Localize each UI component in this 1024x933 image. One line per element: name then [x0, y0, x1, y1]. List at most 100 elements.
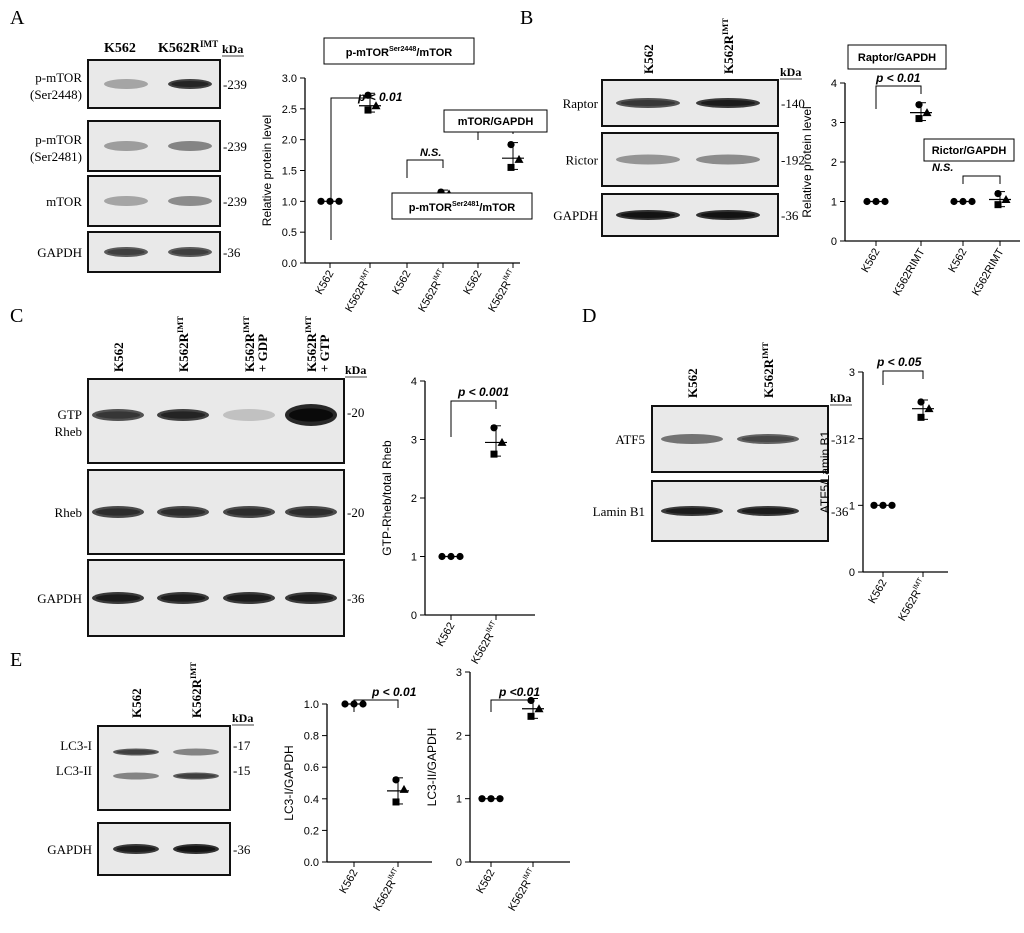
blot-band-core [700, 212, 756, 218]
y-tick-label: 0.5 [282, 227, 297, 239]
data-point [507, 163, 515, 171]
blot-band-core [176, 773, 216, 779]
significance-bracket [962, 175, 1001, 184]
p-value-label: p < 0.01 [371, 685, 417, 699]
data-point [514, 154, 524, 163]
x-tick-label: K562 [474, 868, 497, 896]
lane-label: K562 [129, 688, 144, 718]
p-value-label: p <0.01 [498, 685, 540, 699]
blot-band-core [95, 411, 141, 419]
y-tick-label: 3 [831, 118, 837, 130]
blot-band-core [171, 249, 209, 255]
x-tick-label: K562 [337, 868, 360, 896]
label-base: K562R [896, 588, 923, 623]
mw-marker: -36 [233, 842, 251, 857]
blot-band-core [741, 508, 795, 514]
x-tick-label: K562RIMT [342, 267, 377, 314]
kda-label: kDa [222, 42, 243, 56]
ratio-box [391, 192, 533, 220]
blot-membrane [97, 725, 231, 811]
blot-band [661, 434, 723, 444]
blot-band [696, 154, 760, 165]
p-value-label: p < 0.05 [876, 355, 922, 369]
y-tick-label: 0 [831, 236, 837, 248]
lane-label: K562 [111, 342, 126, 372]
blot-band-core [226, 594, 272, 602]
label-base: K562 [313, 269, 336, 297]
row-label: (Ser2448) [30, 87, 82, 102]
mw-marker: -15 [233, 763, 250, 778]
row-label: GAPDH [37, 591, 82, 606]
lane-label: K562RIMT [241, 316, 257, 372]
panel-letter-d: D [582, 305, 596, 327]
label-sup: Ser2448 [389, 45, 416, 53]
label-sup: IMT [521, 866, 534, 881]
x-tick-label: K562RIMT [895, 576, 930, 623]
blot-band-core [171, 81, 209, 87]
label-base: K562R [304, 332, 319, 372]
row-label: Rheb [55, 424, 82, 439]
row-label: Raptor [563, 96, 599, 111]
label-base: K562R [486, 279, 513, 314]
ratio-box [923, 138, 1015, 162]
y-tick-label: 1.0 [304, 699, 319, 711]
label-sup: IMT [484, 619, 497, 634]
y-axis-label: Relative protein level [800, 106, 814, 217]
blot-band-core [288, 508, 334, 516]
label-base: K562R [176, 332, 191, 372]
blot-band-core [665, 508, 719, 514]
label-base: K562RIMT [891, 246, 928, 298]
label-tail: /mTOR [416, 47, 452, 59]
panel-letter-b: B [520, 7, 533, 29]
kda-label: kDa [830, 391, 851, 405]
ratio-label: mTOR/GAPDH [458, 116, 534, 128]
data-point [392, 776, 400, 784]
x-tick-label: K562RIMT [505, 866, 540, 913]
label-base: K562 [434, 621, 457, 649]
row-label: GAPDH [553, 208, 598, 223]
data-point [994, 201, 1002, 209]
x-tick-label: K562RIMT [891, 246, 928, 298]
y-tick-label: 1 [831, 197, 837, 209]
significance-bracket [353, 699, 399, 712]
label-sup: IMT [200, 39, 218, 49]
label-base: K562R [343, 279, 370, 314]
blot-band [173, 748, 219, 756]
label-base: K562 [859, 247, 882, 275]
y-axis-label: LC3-II/GAPDH [425, 728, 439, 807]
x-tick-label: K562RIMT [415, 267, 450, 314]
label-base: K562 [111, 342, 126, 372]
ratio-box [847, 44, 947, 70]
blot-band-core [288, 408, 334, 422]
y-tick-label: 1 [411, 552, 417, 564]
y-tick-label: 0.0 [304, 857, 319, 869]
row-label: GAPDH [47, 842, 92, 857]
label-sup: IMT [303, 316, 313, 333]
ratio-box [443, 109, 548, 133]
mw-marker: -140 [781, 96, 805, 111]
y-tick-label: 0.2 [304, 825, 319, 837]
kda-label: kDa [345, 363, 366, 377]
blot-band-core [160, 594, 206, 602]
label-base: K562R [242, 332, 257, 372]
blot-band [168, 196, 212, 206]
label-base: K562R [761, 358, 776, 398]
lane-label: K562RIMT [175, 316, 191, 372]
ratio-label: Raptor/GAPDH [858, 52, 936, 64]
lane-label: K562RIMT [158, 39, 218, 56]
lane-label: K562 [685, 368, 700, 398]
mw-marker: -36 [347, 591, 365, 606]
x-tick-label: K562 [390, 269, 413, 297]
mw-marker: -31 [831, 432, 848, 447]
label-base: K562R [158, 41, 201, 56]
x-tick-label: K562RIMT [970, 246, 1007, 298]
data-point [490, 424, 498, 432]
x-tick-label: K562RIMT [370, 866, 405, 913]
significance-bracket [330, 97, 371, 240]
y-tick-label: 2 [849, 434, 855, 446]
